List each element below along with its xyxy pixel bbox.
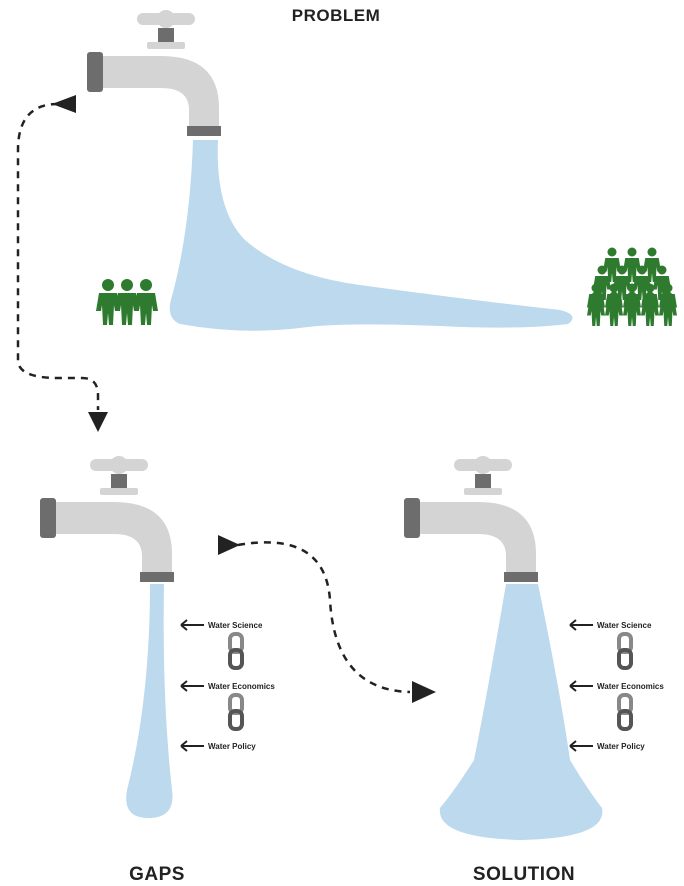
arrow-icon — [88, 412, 108, 432]
person-icon — [134, 279, 158, 325]
chain-link-icon — [228, 632, 244, 670]
gaps-factor-list: Water Science Water Economics Water Poli… — [180, 619, 275, 752]
gaps-science-label: Water Science — [208, 621, 263, 630]
person-icon — [96, 279, 120, 325]
arrow-icon — [180, 680, 204, 692]
problem-faucet-icon — [87, 10, 221, 136]
solution-water-stream — [439, 584, 603, 840]
gaps-title: GAPS — [129, 864, 185, 885]
solution-policy-label: Water Policy — [597, 742, 645, 751]
solution-economics-label: Water Economics — [597, 682, 664, 691]
arrow-icon — [569, 740, 593, 752]
chain-link-icon — [617, 632, 633, 670]
arrow-icon — [180, 619, 204, 631]
gaps-faucet-icon — [40, 456, 174, 582]
gaps-to-solution-arrow — [218, 535, 436, 703]
person-icon — [115, 279, 139, 325]
chain-link-icon — [228, 693, 244, 731]
chain-link-icon — [617, 693, 633, 731]
large-population-group — [587, 247, 677, 326]
arrow-icon — [569, 619, 593, 631]
solution-science-label: Water Science — [597, 621, 652, 630]
gaps-water-stream — [126, 584, 173, 818]
gaps-economics-label: Water Economics — [208, 682, 275, 691]
arrow-icon — [412, 681, 436, 703]
gaps-policy-label: Water Policy — [208, 742, 256, 751]
arrow-icon — [180, 740, 204, 752]
arrow-icon — [218, 535, 240, 555]
solution-factor-list: Water Science Water Economics Water Poli… — [569, 619, 664, 752]
problem-water-stream — [169, 140, 573, 331]
arrow-icon — [569, 680, 593, 692]
problem-title: PROBLEM — [292, 6, 381, 25]
arrow-icon — [52, 95, 76, 113]
solution-faucet-icon — [404, 456, 538, 582]
small-population-group — [96, 279, 158, 325]
solution-title: SOLUTION — [473, 864, 575, 885]
problem-to-gaps-arrow — [16, 95, 108, 432]
